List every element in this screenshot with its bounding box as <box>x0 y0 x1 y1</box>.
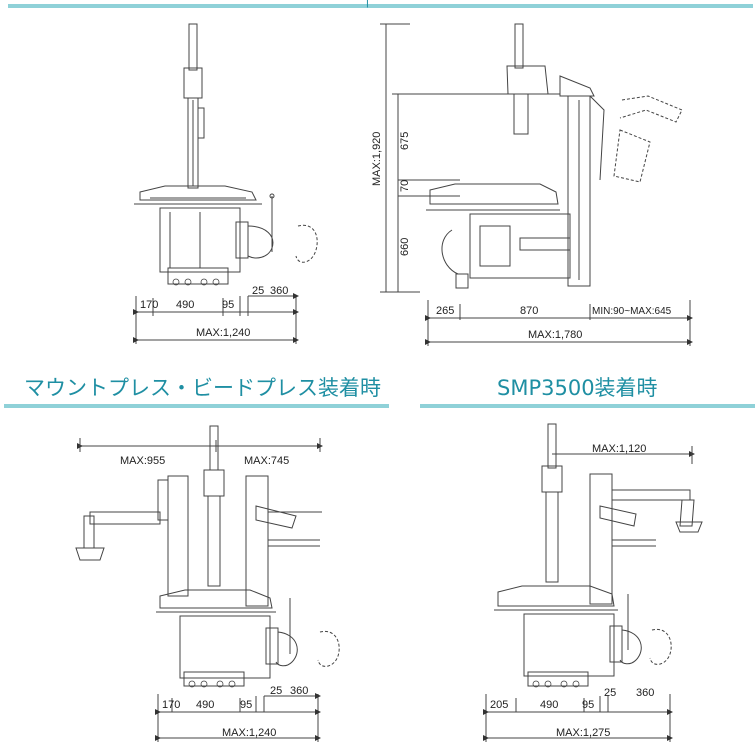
side-height-max: MAX:1,920 <box>371 132 383 186</box>
front-total: MAX:1,240 <box>196 327 250 339</box>
mount-top-right: MAX:745 <box>244 455 289 467</box>
section-title-smp3500: SMP3500装着時 <box>497 376 658 400</box>
front-view-drawing <box>133 23 318 344</box>
mount-press-drawing <box>75 425 340 742</box>
side-seg-2: 870 <box>520 305 538 317</box>
side-view-dimensions: MAX:1,920 675 70 660 265 870 MIN:90~MAX:… <box>371 132 672 341</box>
front-seg-5: 360 <box>270 285 288 297</box>
top-header-fragment: ' '|' <box>358 0 372 8</box>
front-seg-1: 170 <box>140 299 158 311</box>
front-view-dimensions: 170 490 95 25 360 MAX:1,240 <box>140 285 288 339</box>
side-height-675: 675 <box>399 132 411 150</box>
mount-seg-2: 490 <box>196 699 214 711</box>
smp-seg-3: 95 <box>582 699 594 711</box>
side-total: MAX:1,780 <box>528 329 582 341</box>
front-seg-2: 490 <box>176 299 194 311</box>
smp-top: MAX:1,120 <box>592 443 646 455</box>
side-height-660: 660 <box>399 238 411 256</box>
mount-seg-1: 170 <box>162 699 180 711</box>
smp-seg-5: 360 <box>636 687 654 699</box>
mount-total: MAX:1,240 <box>222 727 276 739</box>
smp3500-dimensions: MAX:1,120 205 490 95 25 360 MAX:1,275 <box>490 443 654 739</box>
top-rule <box>8 4 753 8</box>
mount-top-left: MAX:955 <box>120 455 165 467</box>
smp-seg-2: 490 <box>540 699 558 711</box>
mount-seg-3: 95 <box>240 699 252 711</box>
smp-seg-1: 205 <box>490 699 508 711</box>
front-seg-3: 95 <box>222 299 234 311</box>
side-seg-3: MIN:90~MAX:645 <box>592 306 672 317</box>
section-title-mount-press: マウントプレス・ビードプレス装着時 <box>24 376 381 400</box>
side-height-70: 70 <box>399 180 411 192</box>
smp3500-drawing <box>483 423 703 742</box>
side-view-drawing <box>380 23 693 346</box>
smp-total: MAX:1,275 <box>556 727 610 739</box>
mount-seg-5: 360 <box>290 685 308 697</box>
mount-seg-4: 25 <box>270 685 282 697</box>
front-seg-4: 25 <box>252 285 264 297</box>
rule-right <box>420 404 755 408</box>
side-seg-1: 265 <box>436 305 454 317</box>
rule-left <box>4 404 389 408</box>
smp-seg-4: 25 <box>604 687 616 699</box>
mount-press-dimensions: MAX:955 MAX:745 170 490 95 25 360 MAX:1,… <box>120 455 308 739</box>
